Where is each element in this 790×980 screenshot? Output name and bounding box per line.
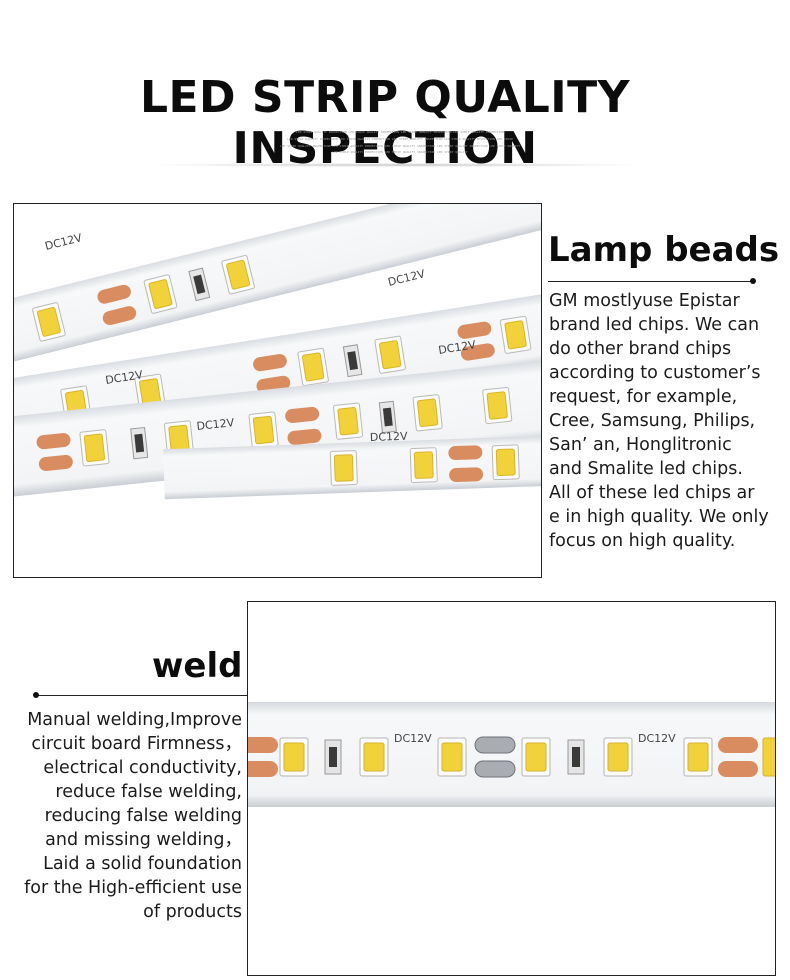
lamp-beads-heading: Lamp beads xyxy=(548,230,780,270)
description-line: do other brand chips xyxy=(549,339,732,359)
description-line: San’ an, Honglitronic xyxy=(549,435,732,455)
bullet-dot xyxy=(33,692,39,698)
description-line: All of these led chips ar xyxy=(549,483,755,503)
description-line: of products xyxy=(143,902,242,922)
strip-label: DC12V xyxy=(437,338,477,357)
led-strip-weld-image: DC12V DC12V xyxy=(248,602,775,975)
title-shadow xyxy=(140,163,650,167)
title-fine-print: LED STRIP QUALITY INSPECTION LED STRIP Q… xyxy=(296,130,504,134)
description-line: e in high quality. We only xyxy=(549,507,769,527)
description-line: GM mostlyuse Epistar xyxy=(549,291,740,311)
description-line: focus on high quality. xyxy=(549,531,736,551)
description-line: and Smalite led chips. xyxy=(549,459,743,479)
title-fine-print: LED STRIP QUALITY INSPECTION LED STRIP Q… xyxy=(279,144,521,148)
description-line: brand led chips. We can xyxy=(549,315,760,335)
description-line: and missing welding， xyxy=(45,830,242,850)
description-line: according to customer’s xyxy=(549,363,761,383)
description-line: Manual welding,Improve xyxy=(27,710,242,730)
lamp-beads-photo: DC12V DC12V DC12V DC12V DC12V DC12V xyxy=(13,203,542,578)
description-line: reducing false welding xyxy=(44,806,242,826)
description-line: Cree, Samsung, Philips, xyxy=(549,411,756,431)
description-line: electrical conductivity, xyxy=(43,758,242,778)
lamp-beads-description: GM mostlyuse Epistar brand led chips. We… xyxy=(549,289,785,553)
strip-label: DC12V xyxy=(104,368,144,387)
divider-line xyxy=(36,695,248,696)
weld-description: Manual welding,Improve circuit board Fir… xyxy=(2,708,242,924)
page-title: LED STRIP QUALITY INSPECTION xyxy=(139,72,631,174)
description-line: Laid a solid foundation xyxy=(43,854,242,874)
bullet-dot xyxy=(750,278,756,284)
description-line: reduce false welding, xyxy=(55,782,242,802)
description-line: request, for example, xyxy=(549,387,738,407)
strip-label: DC12V xyxy=(638,732,676,745)
divider-line xyxy=(548,281,753,282)
strip-label: DC12V xyxy=(370,430,409,444)
led-strip-coil-image: DC12V DC12V DC12V DC12V DC12V DC12V xyxy=(14,204,541,577)
title-fine-print: LED STRIP QUALITY INSPECTION LED STRIP Q… xyxy=(287,137,513,141)
strip-label: DC12V xyxy=(394,732,432,745)
strip-label: DC12V xyxy=(196,416,235,433)
title-fine-print: LED STRIP QUALITY INSPECTION LED STRIP Q… xyxy=(332,150,468,154)
description-line: for the High-efficient use xyxy=(24,878,242,898)
weld-heading: weld xyxy=(152,646,243,686)
description-line: circuit board Firmness， xyxy=(31,734,242,754)
weld-photo: DC12V DC12V xyxy=(247,601,776,976)
